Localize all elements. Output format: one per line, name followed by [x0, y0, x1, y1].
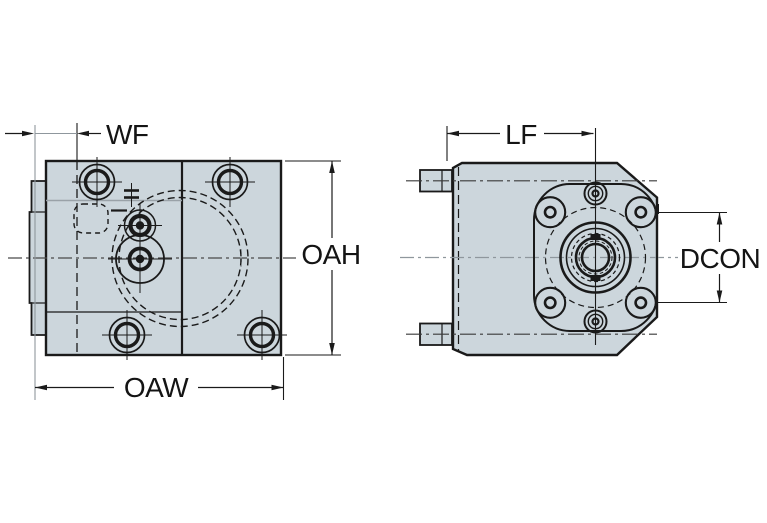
- coupling-bore: [559, 221, 632, 294]
- hidden-pocket-dashed: [73, 203, 109, 234]
- flange-bolt: [534, 286, 567, 319]
- gear-cluster: [108, 203, 172, 293]
- spindle-flange: [533, 183, 658, 332]
- flange-bolt: [624, 196, 657, 229]
- arrowhead: [716, 290, 723, 303]
- oah-label: OAH: [301, 239, 360, 270]
- oaw-label: OAW: [124, 372, 189, 403]
- arrowhead: [22, 130, 34, 137]
- dcon-dimension: DCON: [656, 211, 761, 304]
- front-view: [8, 157, 296, 360]
- arrowhead: [447, 130, 459, 137]
- bolt-hole: [237, 310, 287, 360]
- arrowhead: [35, 384, 47, 391]
- flange-bolt-small: [583, 181, 608, 206]
- flange-bolt: [624, 286, 657, 319]
- dcon-label: DCON: [680, 243, 760, 274]
- flange-bolt: [534, 196, 567, 229]
- bolt-hole: [205, 157, 255, 207]
- wf-label: WF: [106, 119, 149, 150]
- flange-bolt-small: [583, 309, 608, 334]
- lf-label: LF: [505, 119, 537, 150]
- wf-dimension: WF: [5, 119, 149, 400]
- drive-key: [590, 234, 601, 240]
- arrowhead: [581, 130, 594, 137]
- bolt-hole: [72, 157, 122, 207]
- arrowhead: [77, 130, 89, 137]
- flange-dashed-circle: [544, 206, 647, 309]
- side-view: [400, 128, 678, 357]
- arrowhead: [329, 343, 335, 355]
- oah-dimension: OAH: [285, 160, 361, 356]
- arrowhead: [716, 212, 723, 225]
- arrowhead: [271, 384, 284, 391]
- housing-body-side: [451, 161, 659, 357]
- bolt-hole: [102, 310, 152, 360]
- drive-key: [590, 275, 601, 281]
- center-marker: [111, 183, 139, 212]
- arrowhead: [329, 161, 335, 173]
- oaw-dimension: OAW: [35, 357, 285, 403]
- lf-dimension: LF: [446, 119, 594, 161]
